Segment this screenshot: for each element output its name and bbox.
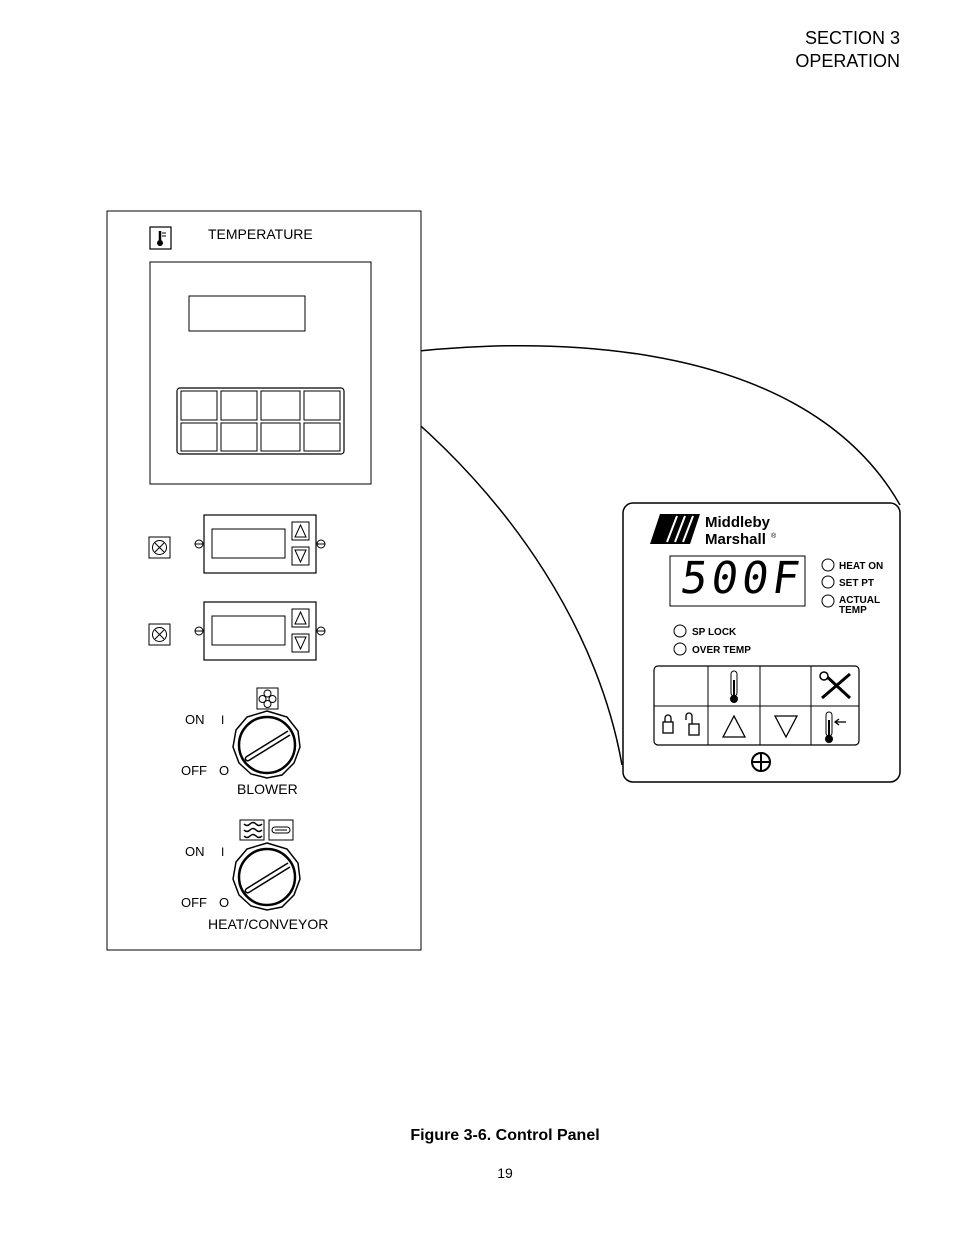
heat-conveyor-switch-knob[interactable] (232, 842, 301, 911)
set-point-indicator-label: SET PT (839, 578, 874, 589)
heat-conveyor-label: HEAT/CONVEYOR (208, 916, 328, 932)
heat-on-indicator-label: HEAT ON (839, 561, 883, 572)
controller-display-window (669, 555, 806, 607)
blank-key-2[interactable] (761, 667, 810, 705)
keypad-frame (176, 387, 345, 455)
temperature-display-window (188, 295, 306, 332)
over-temp-label: OVER TEMP (692, 645, 751, 656)
blower-off-symbol: O (219, 763, 229, 778)
middleby-marshall-logo (650, 514, 700, 544)
mounting-screw-icon (751, 752, 771, 772)
actual-temp-indicator (821, 594, 835, 608)
brand-line-1: Middleby (705, 514, 771, 531)
lock-unlock-key[interactable] (655, 707, 707, 744)
callout-line-upper (337, 344, 901, 506)
blank-key[interactable] (655, 667, 707, 705)
blower-off-label: OFF (181, 763, 207, 778)
heat-on-label: ON (185, 844, 205, 859)
heat-icon (239, 819, 265, 841)
blower-on-label: ON (185, 712, 205, 727)
figure-caption: Figure 3-6. Control Panel (410, 1127, 600, 1144)
brand-line-2: Marshall (705, 531, 766, 548)
registered-mark: ® (771, 532, 777, 540)
blower-label: BLOWER (237, 781, 298, 797)
fan-icon (256, 687, 279, 710)
set-point-indicator (821, 575, 835, 589)
section-number: SECTION 3 (804, 28, 900, 48)
thermometer-key[interactable] (709, 667, 759, 705)
service-tools-key[interactable] (812, 667, 858, 705)
blower-on-symbol: I (221, 713, 224, 727)
sp-lock-label: SP LOCK (692, 627, 737, 638)
keypad-keys[interactable] (180, 390, 341, 452)
page-header: SECTION 3 OPERATION (795, 27, 900, 73)
timer-2-up-button[interactable] (291, 608, 310, 628)
actual-temp-label-line-2: TEMP (839, 605, 867, 616)
temperature-label: TEMPERATURE (208, 226, 313, 242)
down-arrow-key[interactable] (761, 707, 810, 744)
timer-2-down-button[interactable] (291, 633, 310, 653)
callout-line-lower (371, 384, 623, 766)
page-number: 19 (497, 1165, 513, 1181)
blower-switch-knob[interactable] (232, 710, 301, 779)
heat-on-indicator (821, 558, 835, 572)
heat-off-symbol: O (219, 895, 229, 910)
over-temp-indicator (673, 642, 687, 656)
timer-1-up-button[interactable] (291, 521, 310, 541)
section-title: OPERATION (795, 51, 900, 71)
sp-lock-indicator (673, 624, 687, 638)
timer-1-down-button[interactable] (291, 546, 310, 566)
up-arrow-key[interactable] (709, 707, 759, 744)
enter-setpoint-key[interactable] (812, 707, 858, 744)
heat-off-label: OFF (181, 895, 207, 910)
conveyor-icon (268, 819, 294, 841)
actual-temp-label-line-1: ACTUAL (839, 595, 880, 606)
controller-display-value: 500F (677, 553, 807, 604)
thermometer-icon (149, 226, 172, 250)
heat-on-symbol: I (221, 845, 224, 859)
